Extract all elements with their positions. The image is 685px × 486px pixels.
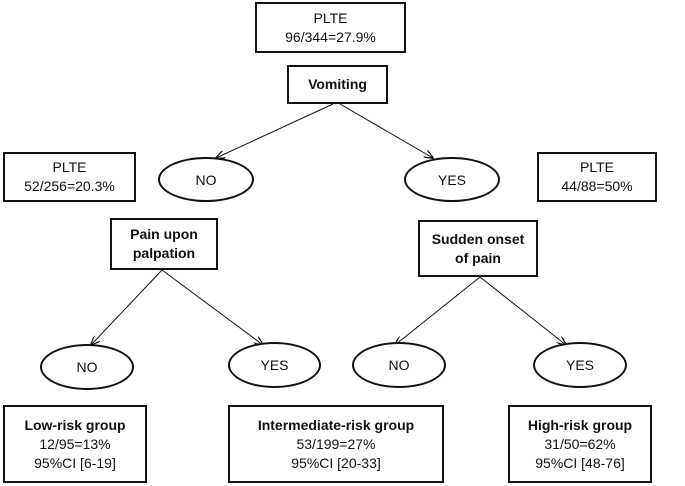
low-risk-ci: 95%CI [6-19]: [34, 454, 116, 471]
vomiting-yes-oval: YES: [404, 157, 500, 202]
root-plte-value: 96/344=27.9%: [285, 28, 376, 45]
right-plte-value: 44/88=50%: [561, 178, 633, 194]
right-plte-label: PLTE: [580, 159, 614, 175]
edge-onset-no: [395, 276, 481, 345]
sudden-onset-line2: of pain: [455, 249, 501, 266]
pain-no-label: NO: [76, 359, 98, 375]
high-risk-ratio: 31/50=62%: [544, 435, 616, 452]
edge-vomiting-no: [216, 103, 334, 158]
left-plte-box: PLTE 52/256=20.3%: [3, 152, 136, 202]
intermediate-risk-ratio: 53/199=27%: [296, 435, 376, 452]
onset-no-label: NO: [388, 357, 410, 373]
edge-onset-yes: [479, 276, 566, 345]
low-risk-box: Low-risk group 12/95=13% 95%CI [6-19]: [3, 405, 147, 483]
vomiting-label: Vomiting: [308, 76, 367, 92]
root-plte-box: PLTE 96/344=27.9%: [255, 2, 406, 53]
intermediate-risk-box: Intermediate-risk group 53/199=27% 95%CI…: [228, 405, 444, 483]
left-plte-label: PLTE: [52, 159, 87, 175]
pain-palpation-node: Pain upon palpation: [110, 218, 218, 270]
vomiting-no-oval: NO: [158, 157, 254, 202]
pain-palpation-line2: palpation: [132, 245, 196, 261]
onset-yes-label: YES: [565, 357, 594, 373]
vomiting-yes-label: YES: [437, 171, 466, 188]
onset-no-oval: NO: [352, 342, 446, 388]
left-plte-value: 52/256=20.3%: [24, 178, 115, 194]
edge-pain-no: [91, 269, 163, 345]
vomiting-no-label: NO: [195, 171, 217, 188]
right-plte-box: PLTE 44/88=50%: [537, 152, 657, 202]
sudden-onset-node: Sudden onset of pain: [418, 220, 538, 277]
vomiting-node: Vomiting: [287, 65, 388, 104]
pain-palpation-line1: Pain upon: [130, 226, 198, 242]
low-risk-title: Low-risk group: [24, 416, 126, 433]
edge-vomiting-yes: [339, 103, 433, 158]
intermediate-risk-ci: 95%CI [20-33]: [291, 454, 381, 471]
root-plte-label: PLTE: [313, 9, 348, 26]
low-risk-ratio: 12/95=13%: [39, 435, 111, 452]
sudden-onset-line1: Sudden onset: [431, 230, 525, 247]
high-risk-box: High-risk group 31/50=62% 95%CI [48-76]: [508, 405, 652, 483]
pain-yes-label: YES: [260, 357, 289, 373]
onset-yes-oval: YES: [533, 342, 627, 388]
high-risk-ci: 95%CI [48-76]: [535, 454, 625, 471]
intermediate-risk-title: Intermediate-risk group: [257, 416, 415, 433]
pain-no-oval: NO: [40, 344, 134, 390]
high-risk-title: High-risk group: [527, 416, 633, 433]
edge-pain-yes: [161, 269, 263, 345]
pain-yes-oval: YES: [228, 342, 321, 388]
